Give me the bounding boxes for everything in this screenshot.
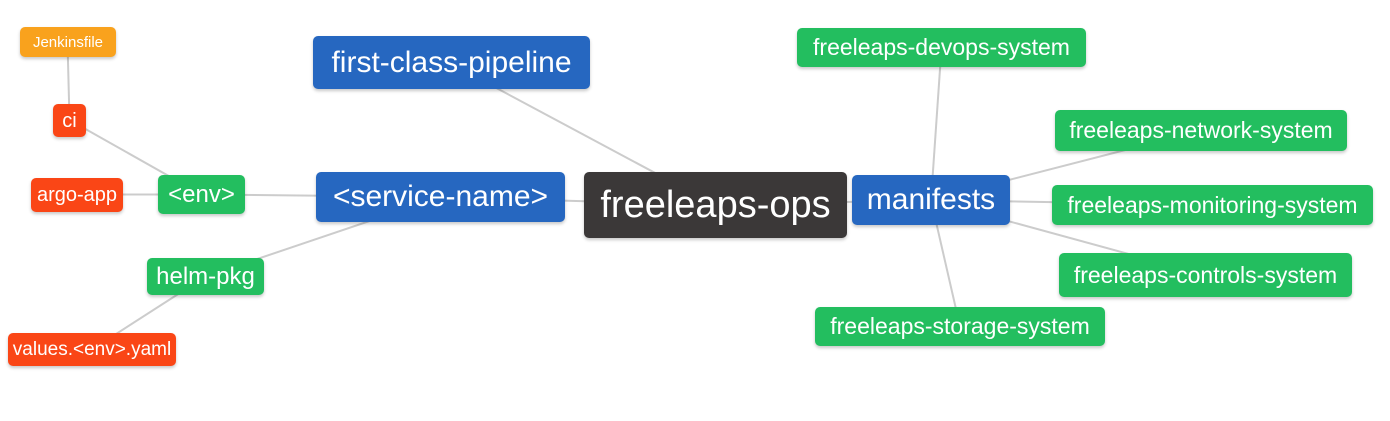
- node-values-env-yaml[interactable]: values.<env>.yaml: [8, 333, 176, 366]
- node-devops-system[interactable]: freeleaps-devops-system: [797, 28, 1086, 67]
- node-first-class-pipeline[interactable]: first-class-pipeline: [313, 36, 590, 89]
- node-env[interactable]: <env>: [158, 175, 245, 214]
- node-argo-app[interactable]: argo-app: [31, 178, 123, 212]
- node-storage-system[interactable]: freeleaps-storage-system: [815, 307, 1105, 346]
- node-freeleaps-ops[interactable]: freeleaps-ops: [584, 172, 847, 238]
- edge-manifests-devops-system: [930, 47, 943, 201]
- node-jenkinsfile[interactable]: Jenkinsfile: [20, 27, 116, 57]
- node-monitoring-system[interactable]: freeleaps-monitoring-system: [1052, 185, 1373, 225]
- node-controls-system[interactable]: freeleaps-controls-system: [1059, 253, 1352, 297]
- node-network-system[interactable]: freeleaps-network-system: [1055, 110, 1347, 151]
- node-manifests[interactable]: manifests: [852, 175, 1010, 225]
- node-ci[interactable]: ci: [53, 104, 86, 137]
- node-helm-pkg[interactable]: helm-pkg: [147, 258, 264, 295]
- node-service-name[interactable]: <service-name>: [316, 172, 565, 222]
